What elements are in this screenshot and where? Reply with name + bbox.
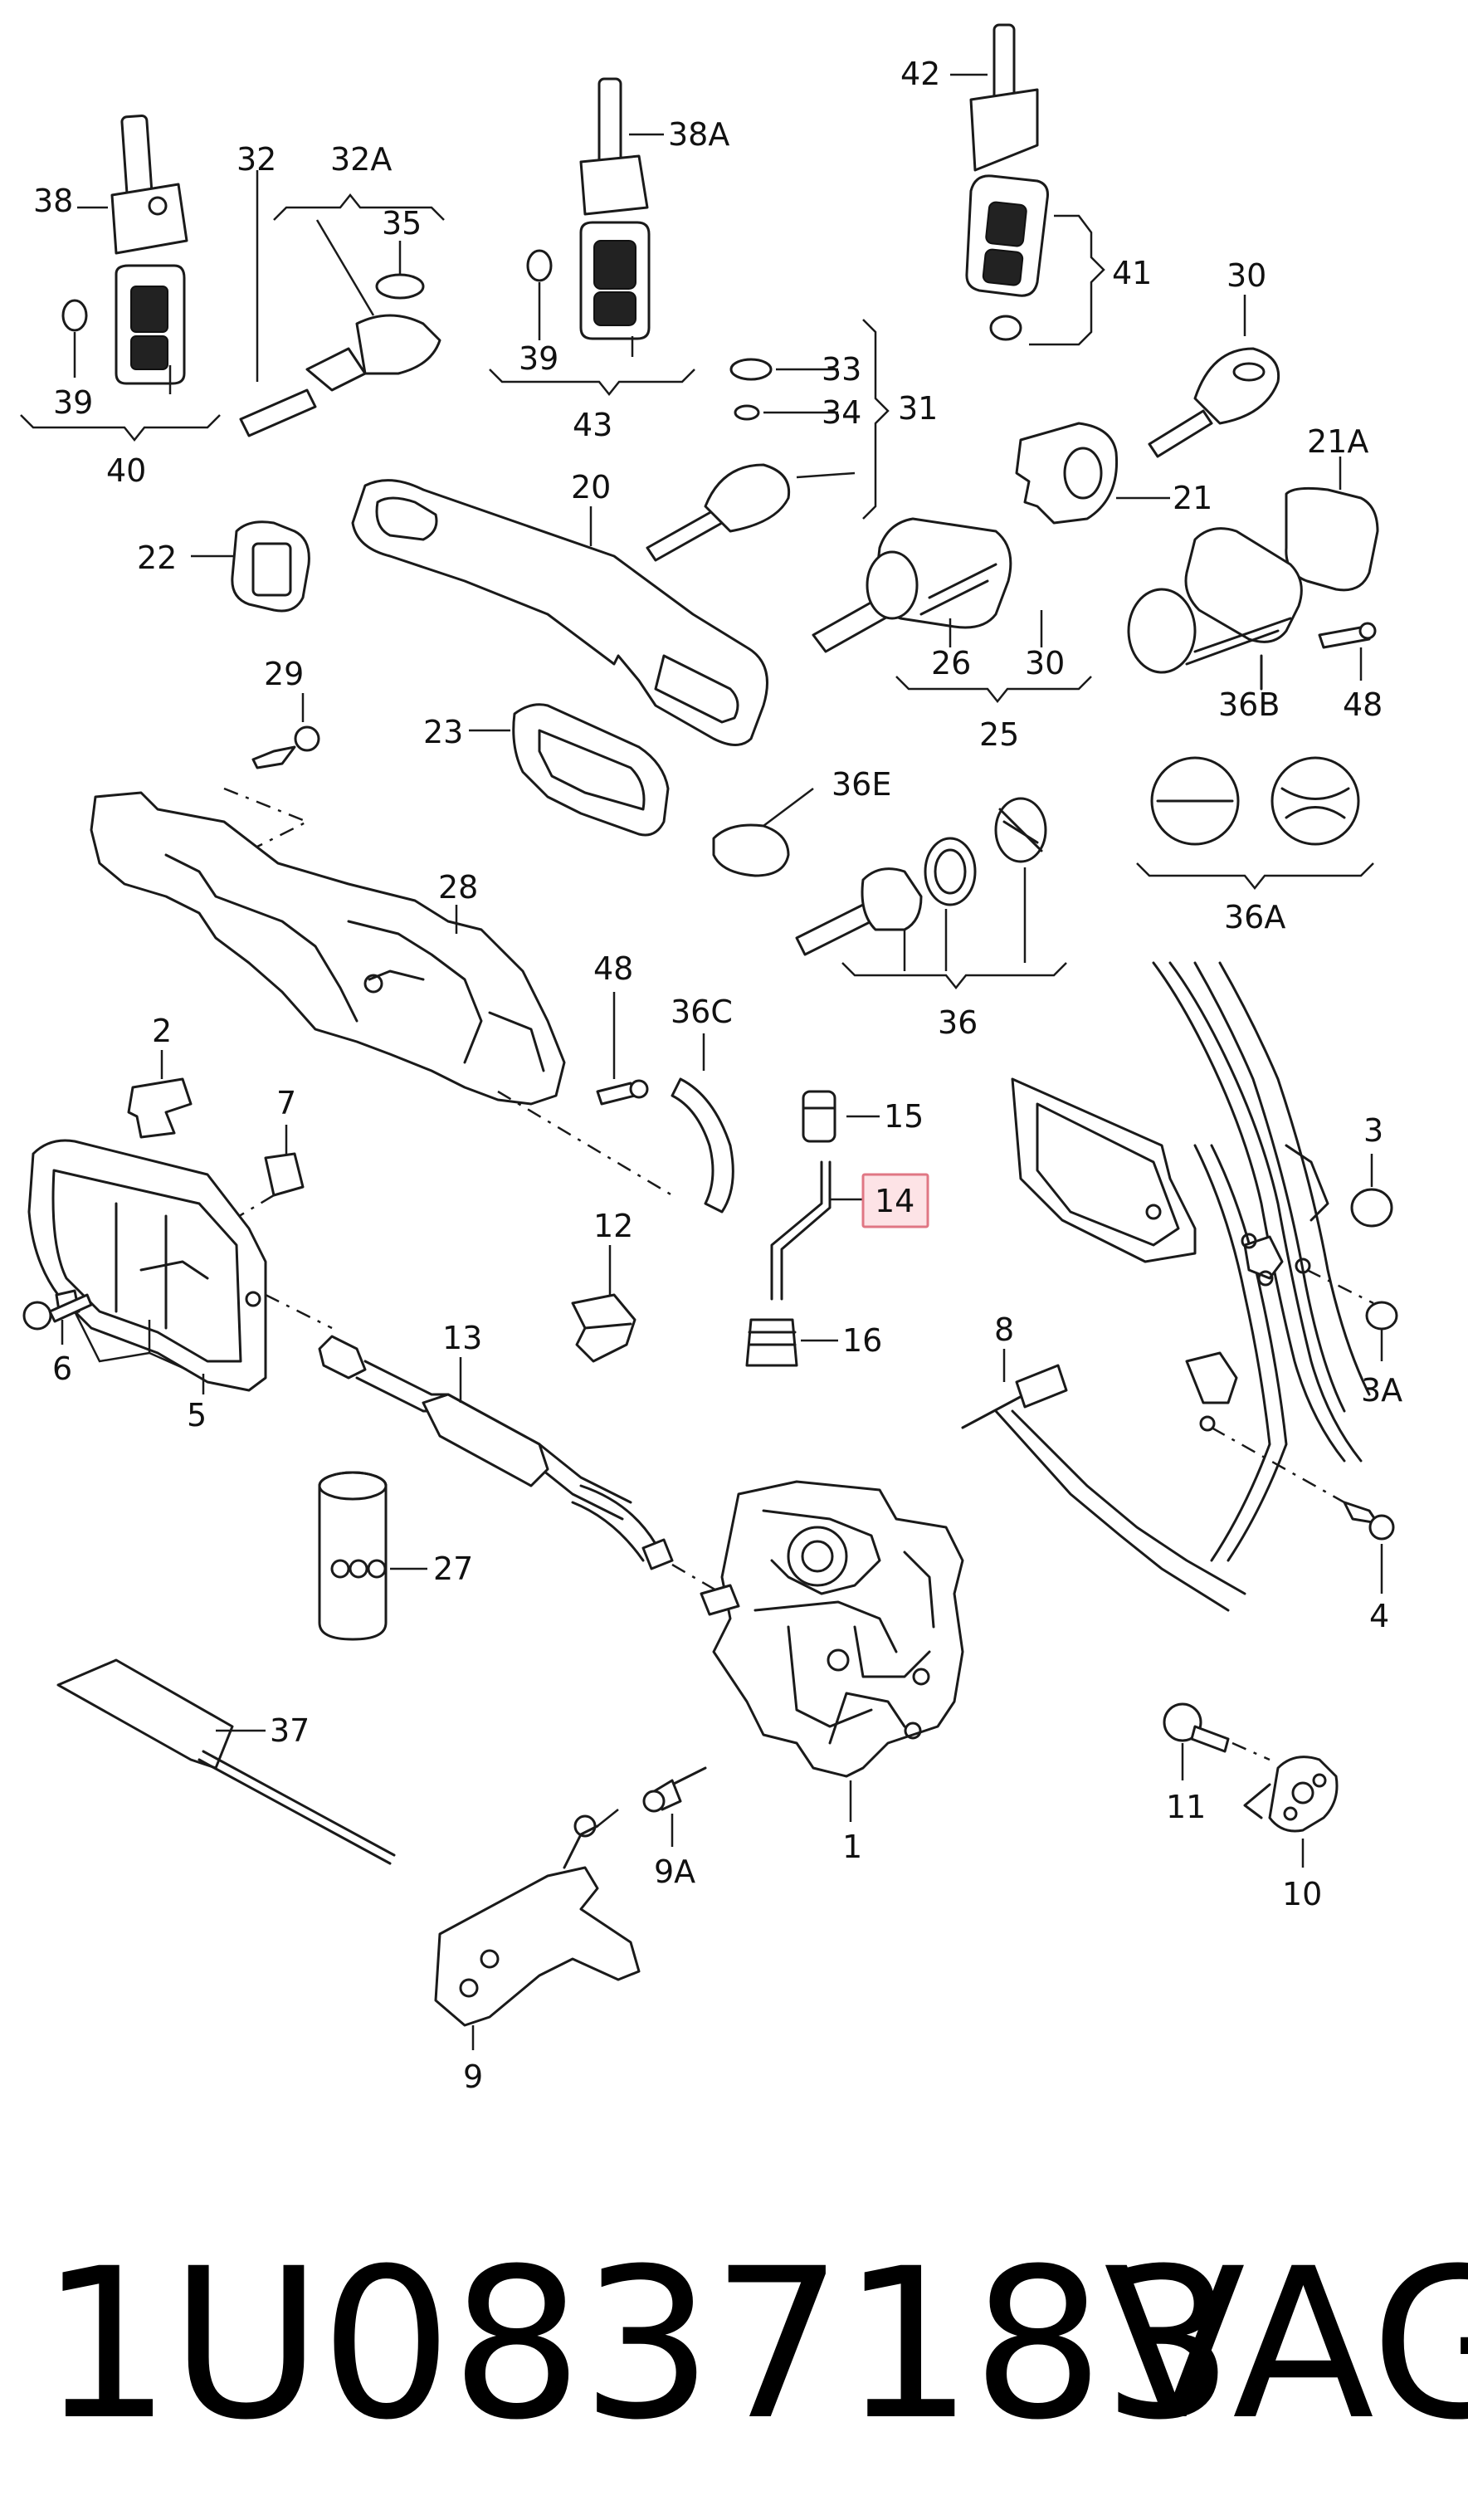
bracket-9 <box>434 1809 641 2050</box>
highlight-box-14 <box>861 1173 929 1228</box>
label-26: 26 <box>931 645 971 681</box>
cover-21A <box>1285 457 1379 592</box>
part-number: 1U0837183 <box>40 2224 1234 2465</box>
lock-carrier-28 <box>90 693 673 1197</box>
label-25: 25 <box>979 716 1019 753</box>
label-39-left: 39 <box>53 384 93 421</box>
label-28: 28 <box>438 869 478 906</box>
label-36A: 36A <box>1224 899 1285 935</box>
label-48-top: 48 <box>1343 686 1383 723</box>
rod-14-group <box>745 1090 880 1367</box>
plugs-3 <box>1350 1154 1398 1361</box>
bolt-4 <box>1343 1501 1395 1594</box>
label-36E: 36E <box>832 766 891 803</box>
lock-36-group <box>795 797 1067 990</box>
label-13: 13 <box>442 1320 482 1356</box>
lock-cylinder-25-group <box>812 517 1092 704</box>
label-41: 41 <box>1112 255 1152 291</box>
label-38A: 38A <box>668 116 729 153</box>
label-21A: 21A <box>1307 423 1368 460</box>
label-34: 34 <box>822 394 861 431</box>
label-3: 3 <box>1363 1112 1383 1149</box>
brand-name: VAG <box>1104 2224 1468 2465</box>
clip-7 <box>232 1125 305 1222</box>
label-16: 16 <box>842 1322 882 1359</box>
lock-36B-group <box>1127 527 1377 691</box>
label-31: 31 <box>898 390 938 427</box>
label-21: 21 <box>1173 480 1212 516</box>
outer-handle-20 <box>351 479 768 746</box>
label-38: 38 <box>33 183 73 219</box>
label-10: 10 <box>1282 1876 1322 1912</box>
label-37: 37 <box>270 1712 310 1749</box>
label-15: 15 <box>884 1098 924 1135</box>
clip-2 <box>127 1050 193 1139</box>
exploded-parts-diagram: 38 32 32A 35 38A 42 39 40 39 43 41 30 33… <box>20 23 1402 2095</box>
tool-37 <box>56 1658 396 1865</box>
label-32A: 32A <box>330 141 392 178</box>
label-6: 6 <box>52 1350 72 1387</box>
callout-labels: 38 32 32A 35 38A 42 39 40 39 43 41 30 33… <box>33 56 1402 2095</box>
label-36C: 36C <box>671 994 733 1030</box>
pin-8 <box>961 1349 1068 1429</box>
label-33: 33 <box>822 351 861 388</box>
striker-10-group <box>1163 1702 1339 1868</box>
label-43: 43 <box>573 407 612 443</box>
label-11: 11 <box>1166 1789 1206 1825</box>
label-9: 9 <box>463 2058 483 2095</box>
label-8: 8 <box>994 1311 1014 1348</box>
label-7: 7 <box>276 1085 296 1121</box>
screw-48-mid <box>596 992 649 1106</box>
label-2: 2 <box>152 1013 172 1049</box>
label-29: 29 <box>264 656 304 692</box>
label-40: 40 <box>106 452 146 489</box>
paint-can-27 <box>318 1471 427 1641</box>
bolt-9A <box>642 1766 707 1847</box>
label-32: 32 <box>237 141 276 178</box>
door-lock-1 <box>700 1480 964 1822</box>
clip-12 <box>571 1245 636 1363</box>
label-39-mid: 39 <box>519 340 558 377</box>
remote-43-group <box>489 77 695 397</box>
label-35: 35 <box>382 205 422 242</box>
label-48-mid: 48 <box>593 950 633 987</box>
escutcheon-22 <box>191 520 310 613</box>
label-5: 5 <box>187 1397 207 1433</box>
key-32-group <box>239 170 445 437</box>
label-27: 27 <box>433 1551 473 1587</box>
label-30-top: 30 <box>1227 257 1266 294</box>
key-31-group <box>646 295 1280 562</box>
housing-21 <box>1015 422 1170 525</box>
label-36B: 36B <box>1218 686 1280 723</box>
label-1: 1 <box>842 1829 862 1865</box>
key-remote-38-group <box>20 114 221 442</box>
clip-36E <box>712 788 814 877</box>
label-12: 12 <box>593 1208 633 1244</box>
label-3A: 3A <box>1361 1372 1402 1409</box>
clip-36C <box>671 1033 734 1214</box>
rings-36A <box>1136 756 1374 891</box>
label-36: 36 <box>938 1004 978 1041</box>
inner-handle-5 <box>22 1139 333 1394</box>
label-30-mid: 30 <box>1025 645 1065 681</box>
label-22: 22 <box>137 540 177 576</box>
label-4: 4 <box>1369 1598 1389 1634</box>
label-14: 14 <box>875 1183 914 1219</box>
label-42: 42 <box>900 56 940 92</box>
label-20: 20 <box>571 469 611 505</box>
label-9A: 9A <box>654 1853 695 1890</box>
label-23: 23 <box>423 714 463 750</box>
seal-23 <box>469 703 670 837</box>
door-frame <box>994 961 1374 1612</box>
remote-41-group <box>950 23 1105 346</box>
